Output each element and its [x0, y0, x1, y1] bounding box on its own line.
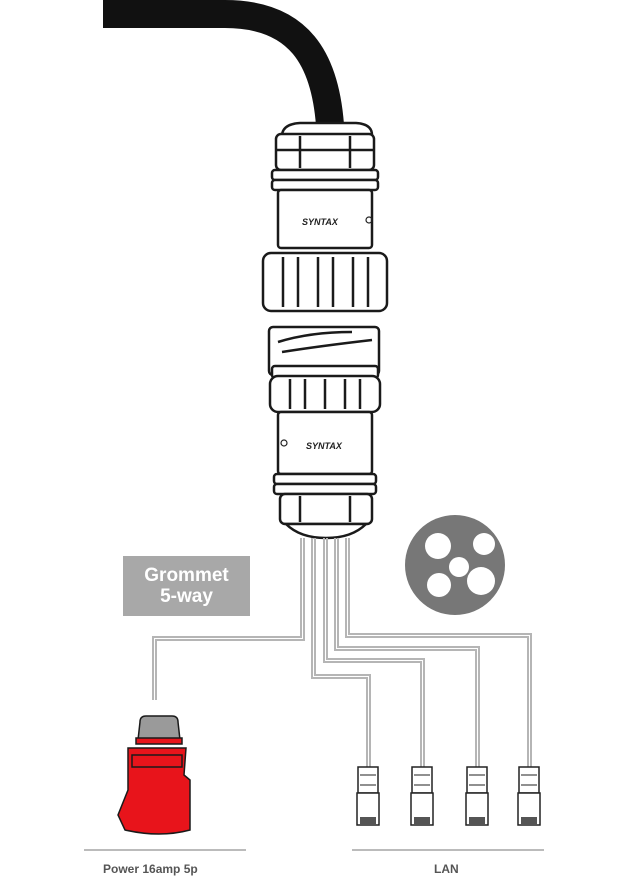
lan-caption: LAN [434, 862, 459, 876]
rj45-plug-icon [356, 766, 380, 826]
wire-lan-2 [323, 538, 425, 770]
grommet-label-line1: Grommet [144, 565, 229, 586]
grommet-label-line2: 5-way [160, 586, 213, 607]
rj45-plug-icon [465, 766, 489, 826]
wire-lan-1 [311, 538, 371, 770]
wire-lan-4 [345, 538, 532, 770]
wire-bundle [152, 538, 532, 770]
top-gland-nut [280, 121, 374, 137]
brand-logo-lower: SYNTAX [306, 441, 343, 451]
rj45-plug-icon [517, 766, 541, 826]
upper-coupling-ring [261, 251, 389, 313]
main-cable [103, 0, 344, 127]
wire-power [152, 538, 305, 700]
rj45-plug-icon [410, 766, 434, 826]
grommet-5-hole-icon [405, 515, 505, 615]
grommet-label: Grommet 5-way [123, 556, 250, 616]
brand-logo-upper: SYNTAX [302, 217, 339, 227]
power-caption: Power 16amp 5p [103, 862, 198, 876]
rj45-plugs [356, 766, 541, 826]
wire-lan-3 [334, 538, 480, 770]
power-plug-16a-icon [117, 715, 191, 835]
connector-assembly [261, 121, 389, 540]
bottom-gland-nut [278, 492, 374, 526]
